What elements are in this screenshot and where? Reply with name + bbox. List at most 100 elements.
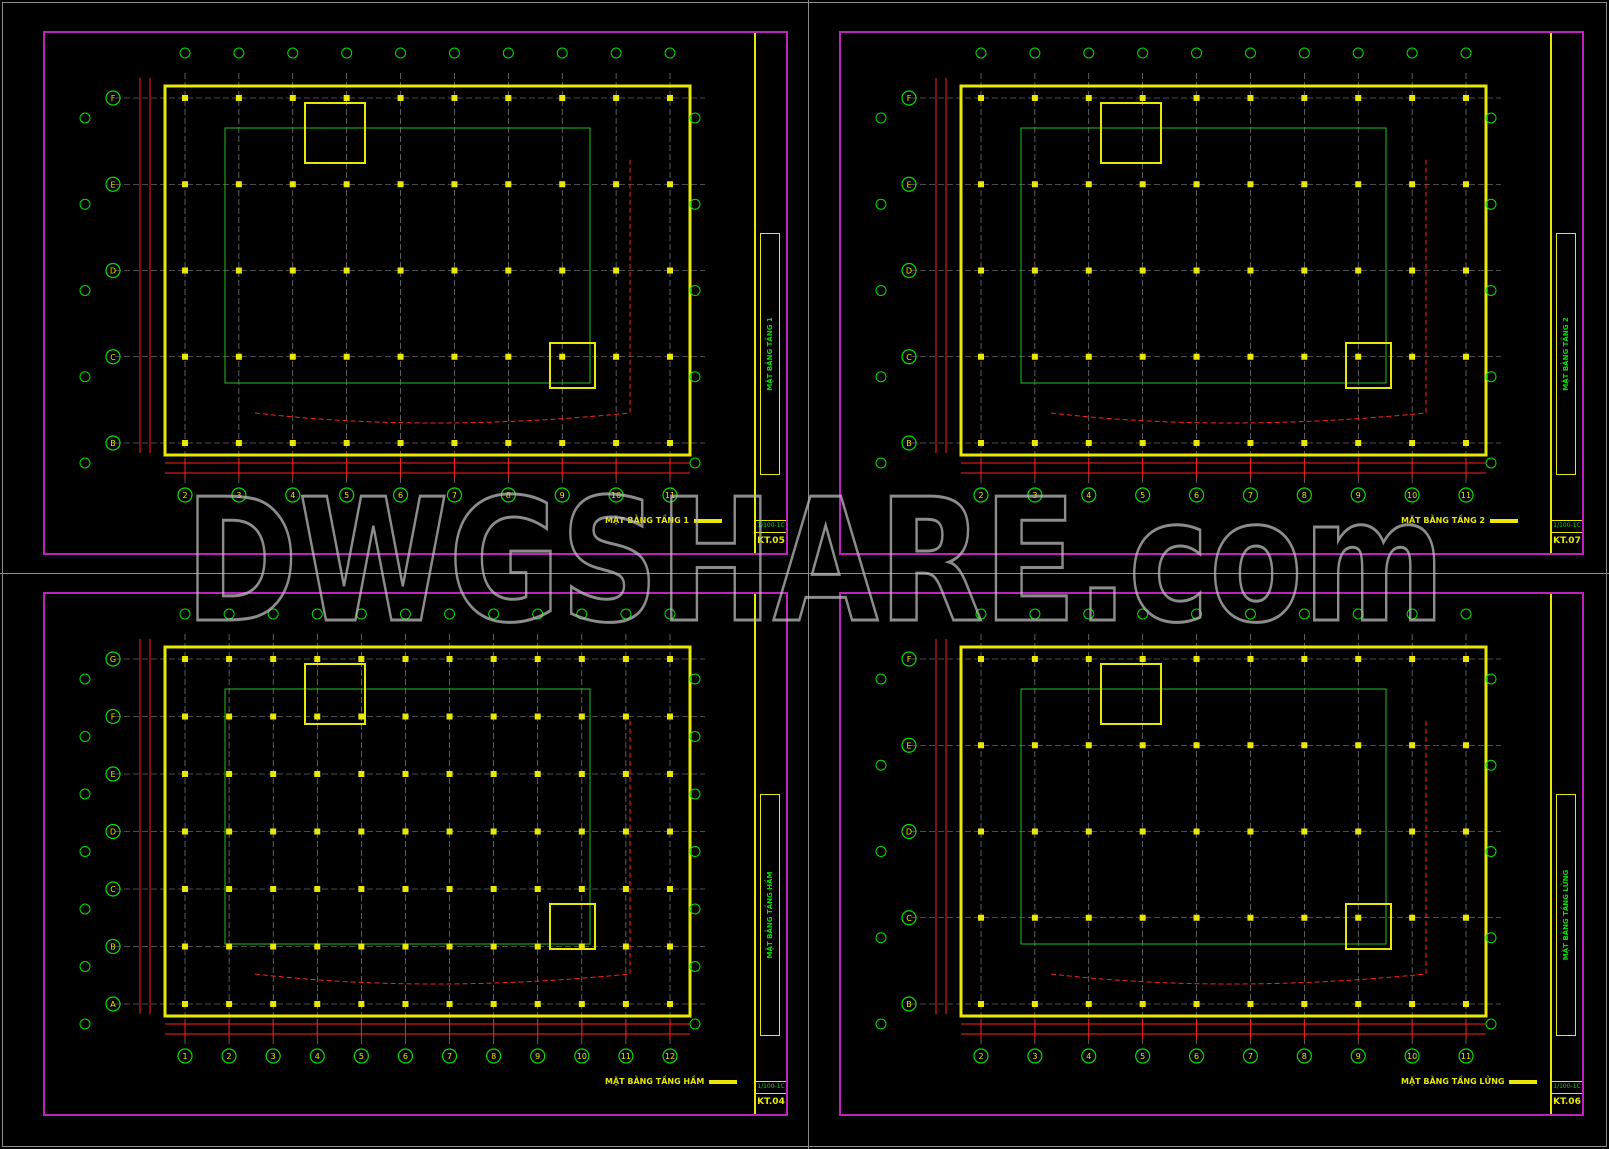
structural-column [270,713,277,720]
elevation-marker [1298,47,1310,59]
structural-column [289,95,296,101]
elevation-marker [1406,47,1418,59]
structural-column [622,656,629,662]
structural-column [1139,914,1146,921]
sheet-number: KT.07 [1552,532,1582,549]
grid-label-row: C [110,353,116,362]
elevation-marker [1485,759,1497,771]
grid-label-column: 6 [403,1052,408,1061]
grid-bubble-row [105,766,121,782]
structural-column [1193,1001,1200,1007]
grid-label-column: 9 [1356,1052,1361,1061]
grid-bubble-column [973,1048,989,1064]
grid-label-row: B [110,943,116,952]
structural-column [402,943,409,950]
structural-column [1193,267,1200,274]
grid-label-row: F [111,713,116,722]
structural-column [978,181,984,188]
elevation-marker [1083,47,1095,59]
grid-bubble-column [1458,487,1474,503]
plan-title: MẶT BẰNG TẦNG 1 [605,516,722,525]
grid-label-column: 3 [271,1052,276,1061]
structural-column [613,181,620,188]
structural-column [182,95,188,101]
grid-label-column: 3 [236,491,241,500]
structural-column [978,267,984,274]
structural-column [1409,353,1416,360]
grid-label-row: C [906,353,912,362]
interior-partition [224,127,591,384]
grid-label-row: B [110,439,116,448]
structural-column [667,943,673,950]
viewport-separator-horizontal [0,573,1609,574]
elevation-marker [532,608,544,620]
structural-column [1139,95,1146,101]
structural-column [226,943,233,950]
grid-bubble-column [608,487,624,503]
grid-label-row: B [906,1000,912,1009]
structural-column [182,1001,188,1007]
structural-column [1247,828,1254,835]
elevation-marker [79,285,91,296]
structural-column [289,267,296,274]
elevation-marker [502,47,514,59]
grid-label-column: 11 [1461,1052,1471,1061]
structural-column [1463,742,1469,749]
structural-column [358,886,365,892]
structural-column [1139,656,1146,662]
elevation-marker [1137,47,1149,59]
structural-column [1355,742,1362,749]
structural-column [1409,440,1416,446]
stair-core [1100,663,1162,725]
elevation-marker [689,903,701,915]
structural-column [270,656,277,662]
elevator-core [549,342,596,389]
structural-column [1463,181,1469,188]
elevation-marker [233,47,245,59]
elevation-marker [1485,457,1497,469]
structural-column [978,742,984,749]
grid-bubble-row [105,823,121,840]
structural-column [559,440,566,446]
structural-column [667,181,673,188]
elevation-marker [576,608,588,620]
structural-column [1193,353,1200,360]
structural-column [559,353,566,360]
stair-core [304,102,366,164]
grid-label-column: 6 [1194,491,1199,500]
grid-bubble-column [662,1048,678,1064]
elevation-marker [1244,47,1256,59]
grid-bubble-column [265,1048,281,1064]
exterior-wall [959,645,1488,1018]
structural-column [1085,95,1092,101]
elevation-marker [79,961,91,972]
structural-column [226,656,233,662]
structural-column [314,943,321,950]
structural-column [1301,267,1308,274]
structural-column [1085,1001,1092,1007]
structural-column [358,713,365,720]
sheet-number: KT.04 [756,1093,786,1110]
grid-label-column: 6 [398,491,403,500]
elevation-marker [689,961,701,972]
structural-column [505,181,512,188]
structural-column [505,95,512,101]
title-block-label: MẶT BẰNG TẦNG 1 [766,317,774,391]
structural-column [1031,440,1038,446]
structural-column [534,828,541,835]
grid-label-row: D [110,267,116,276]
title-block: MẶT BẰNG TẦNG LỬNG 1/100-1C KT.06 [1550,594,1582,1114]
structural-column [578,771,585,777]
grid-label-column: 6 [1194,1052,1199,1061]
elevation-marker [1485,932,1497,944]
grid-label-column: 9 [535,1052,540,1061]
grid-label-column: 5 [359,1052,364,1061]
grid-bubble-column [392,487,409,503]
structural-column [1139,1001,1146,1007]
elevation-marker [689,457,701,469]
elevation-marker [79,1018,91,1030]
